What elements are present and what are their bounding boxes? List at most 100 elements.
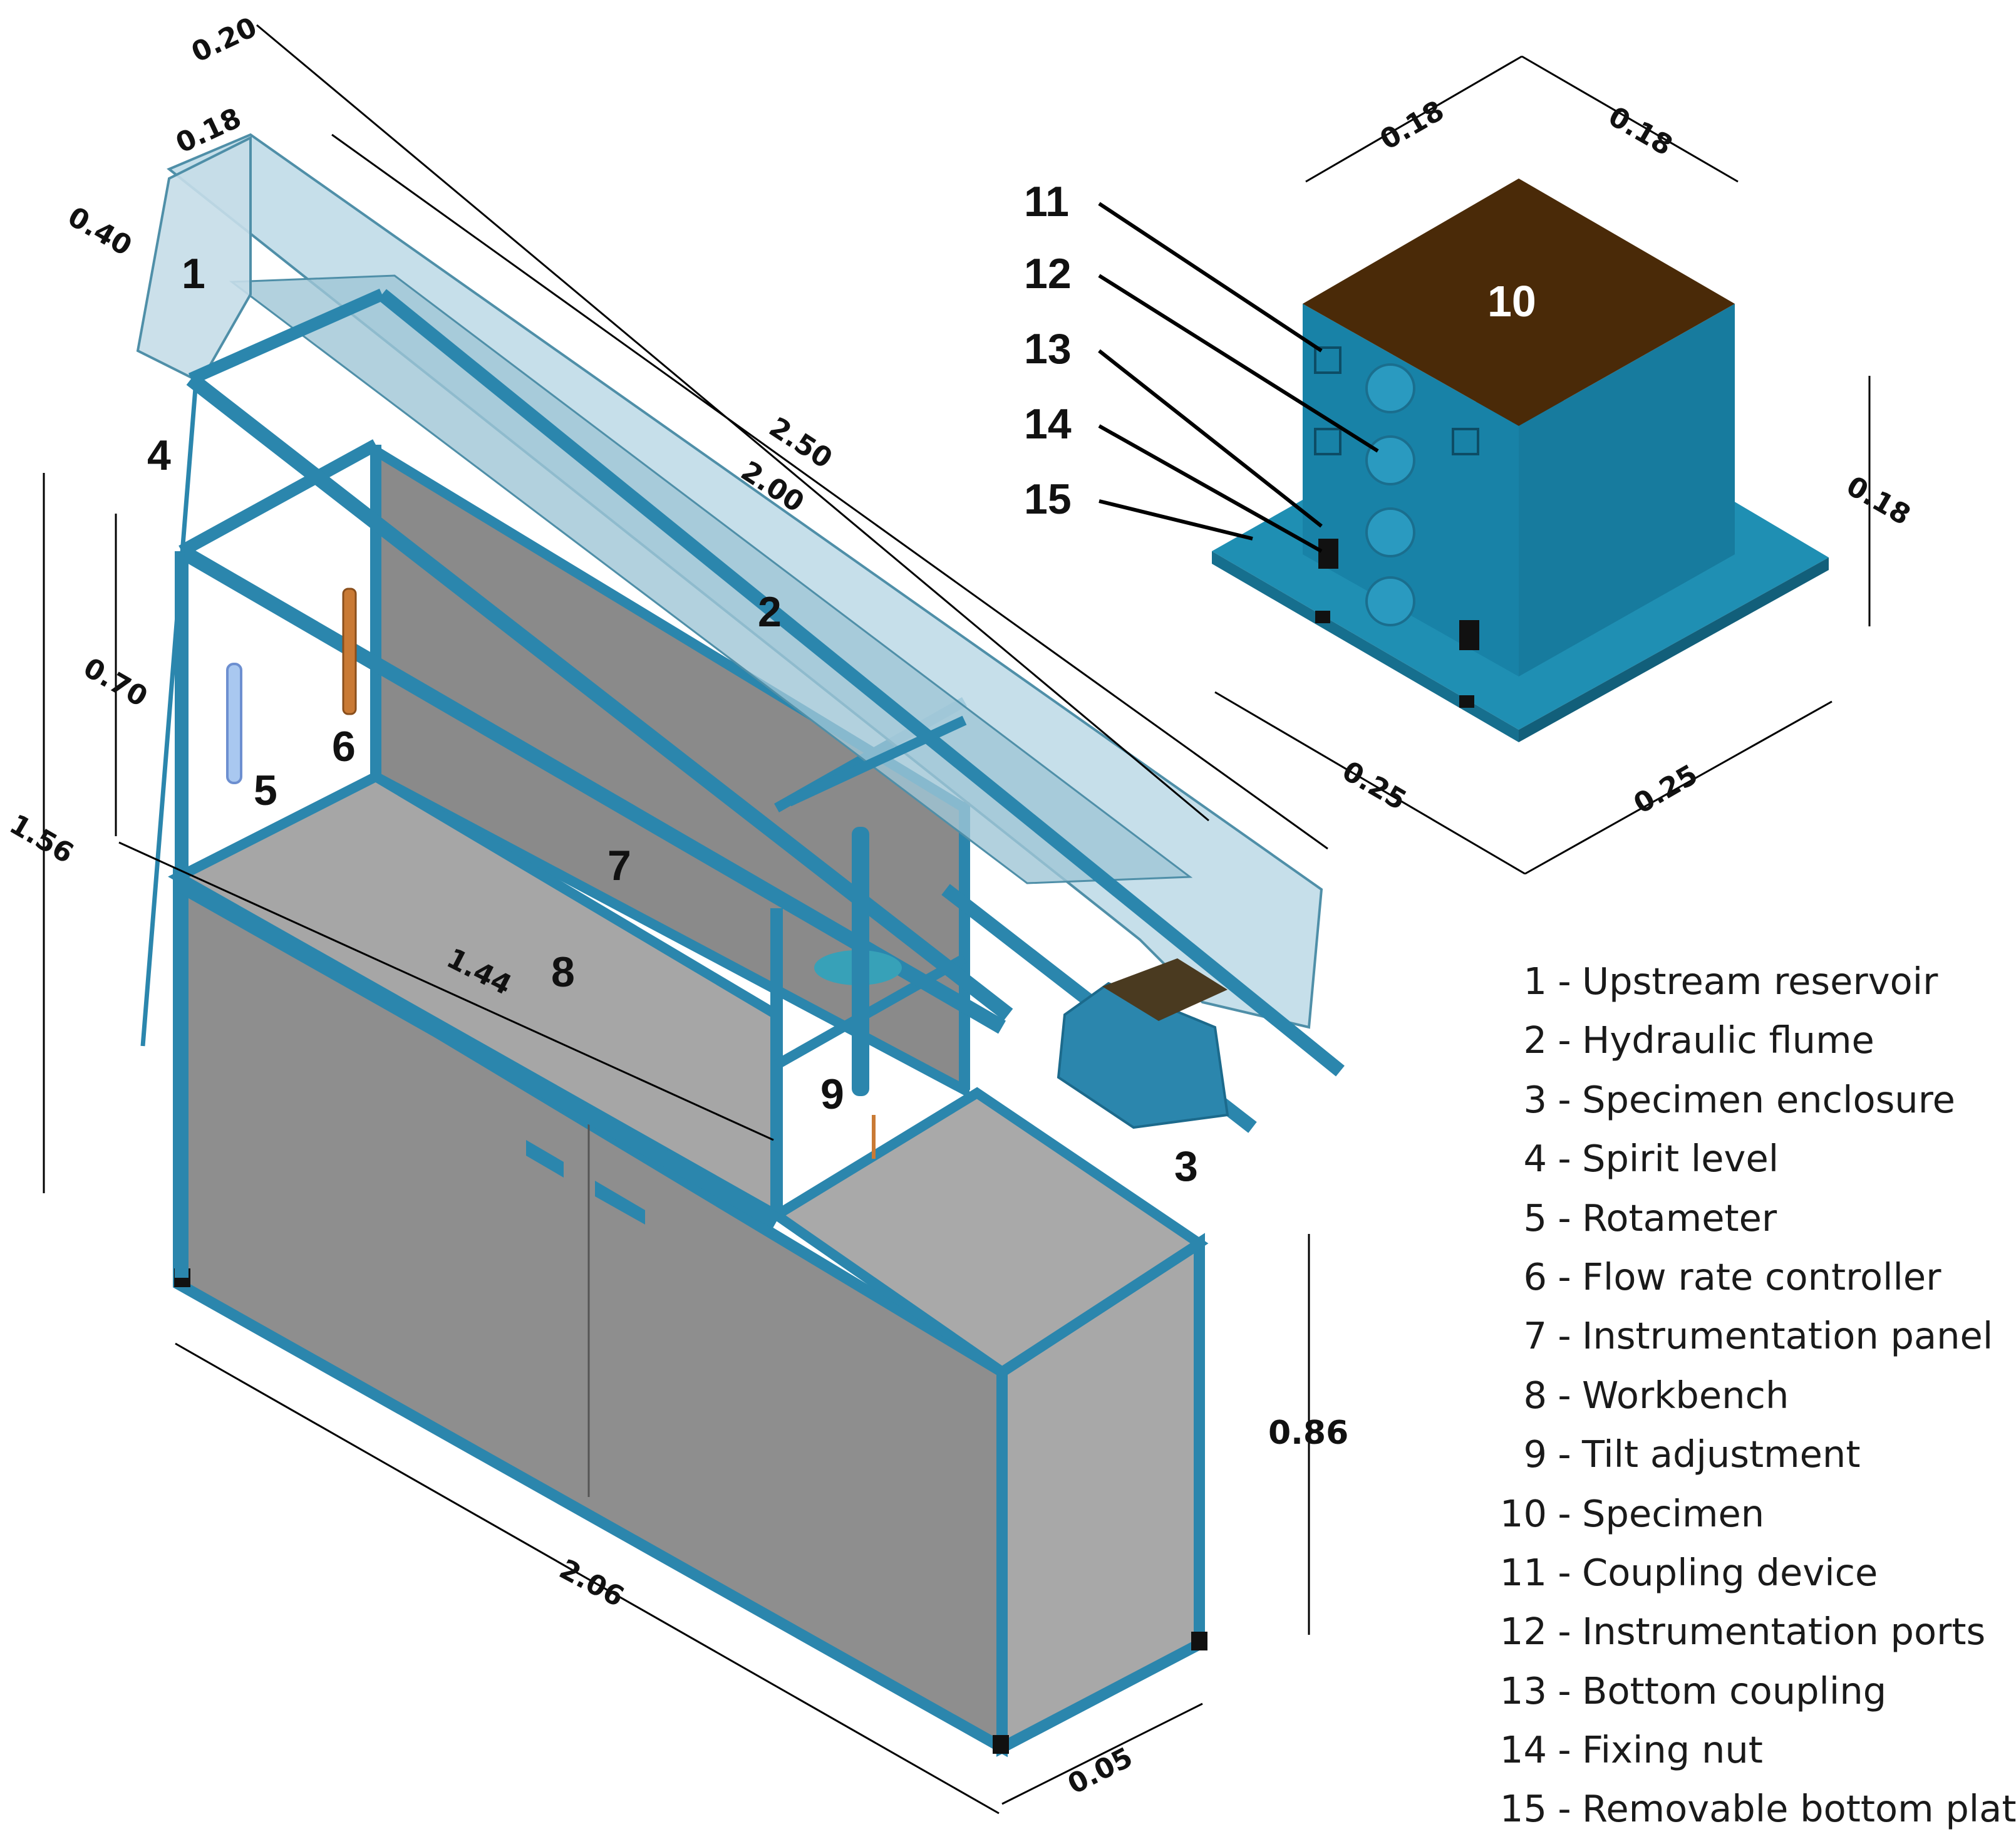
cabinet-foot xyxy=(993,1735,1009,1754)
legend-label: Workbench xyxy=(1582,1373,1789,1417)
legend-separator: - xyxy=(1558,1610,1571,1654)
tilt-adjustment xyxy=(814,827,902,1159)
legend-item: 5-Rotameter xyxy=(1459,1189,2016,1248)
rotameter xyxy=(226,663,242,784)
legend-label: Rotameter xyxy=(1582,1196,1777,1240)
dim-plate-width-left: 0.25 xyxy=(1337,755,1412,816)
legend-item: 7-Instrumentation panel xyxy=(1459,1307,2016,1365)
legend-item: 1-Upstream reservoir xyxy=(1459,952,2016,1011)
legend-number: 10 xyxy=(1499,1491,1547,1535)
legend-number: 14 xyxy=(1499,1728,1547,1772)
instrumentation-port xyxy=(1365,363,1415,413)
legend-item: 2-Hydraulic flume xyxy=(1459,1011,2016,1070)
callout-11: 11 xyxy=(1024,178,1069,225)
legend-separator: - xyxy=(1558,1373,1571,1417)
fixing-nut xyxy=(1318,539,1338,569)
upstream-reservoir xyxy=(136,135,252,384)
legend-label: Bottom coupling xyxy=(1582,1669,1887,1712)
dim-line xyxy=(1001,1702,1203,1805)
flume-support-rail xyxy=(378,289,1345,1077)
callout-leaders xyxy=(1098,202,1379,553)
cabinet xyxy=(173,867,1209,1758)
legend-number: 11 xyxy=(1499,1550,1547,1594)
callout-12: 12 xyxy=(1024,250,1072,298)
callout-9: 9 xyxy=(820,1070,844,1118)
legend-separator: - xyxy=(1558,1137,1571,1181)
dim-flume-length-total: 2.50 xyxy=(763,411,838,475)
callout-4: 4 xyxy=(147,432,171,479)
legend-item: 3-Specimen enclosure xyxy=(1459,1070,2016,1129)
legend-item: 15-Removable bottom plate xyxy=(1459,1779,2016,1838)
instrumentation-port xyxy=(1365,435,1415,485)
legend-item: 11-Coupling device xyxy=(1459,1543,2016,1602)
specimen-detail xyxy=(1212,179,1829,742)
enclosure-specimen-top xyxy=(1102,958,1228,1021)
bottom-plate-edge xyxy=(1212,551,1519,742)
dim-reservoir-height: 0.40 xyxy=(63,200,138,262)
legend-item: 6-Flow rate controller xyxy=(1459,1248,2016,1307)
legend-label: Instrumentation ports xyxy=(1582,1610,1986,1654)
fixing-nut xyxy=(1459,620,1479,650)
door-handle-right xyxy=(595,1181,645,1225)
legend-label: Flow rate controller xyxy=(1582,1255,1941,1298)
legend-item: 9-Tilt adjustment xyxy=(1459,1425,2016,1484)
coupling-device xyxy=(1452,428,1479,455)
dim-plate-width-right: 0.25 xyxy=(1628,759,1703,820)
legend-number: 1 xyxy=(1523,960,1547,1003)
specimen-top xyxy=(1303,179,1735,426)
callout-3: 3 xyxy=(1174,1142,1198,1190)
legend-separator: - xyxy=(1558,1018,1571,1062)
specimen-face-left xyxy=(1303,304,1519,676)
legend-separator: - xyxy=(1558,1550,1571,1594)
callout-7: 7 xyxy=(607,842,631,889)
callout-1: 1 xyxy=(182,250,205,298)
legend-separator: - xyxy=(1558,1787,1571,1831)
legend-number: 5 xyxy=(1523,1196,1547,1240)
legend-separator: - xyxy=(1558,1077,1571,1121)
dim-total-height: 1.56 xyxy=(4,808,80,869)
flow-rate-controller xyxy=(342,588,357,715)
dim-line xyxy=(175,1342,1000,1815)
legend-separator: - xyxy=(1558,1314,1571,1358)
callout-14: 14 xyxy=(1024,400,1072,448)
cabinet-top-right xyxy=(767,1087,1209,1378)
legend-label: Upstream reservoir xyxy=(1582,960,1938,1003)
specimen-face-right xyxy=(1519,304,1735,676)
frame-rail xyxy=(178,439,379,557)
dim-line xyxy=(118,841,774,1141)
legend-item: 8-Workbench xyxy=(1459,1366,2016,1425)
tilt-screw xyxy=(852,827,869,1096)
legend-label: Specimen enclosure xyxy=(1582,1077,1955,1121)
legend-label: Hydraulic flume xyxy=(1582,1018,1874,1062)
legend-separator: - xyxy=(1558,1669,1571,1712)
flume-support-rail xyxy=(186,373,1013,1021)
plate-foot xyxy=(1459,695,1474,708)
dim-cabinet-height: 0.86 xyxy=(1268,1414,1348,1452)
frame-rail xyxy=(774,954,967,1069)
dim-specimen-width-right: 0.18 xyxy=(1603,100,1678,162)
cabinet-foot xyxy=(1191,1632,1207,1650)
legend-separator: - xyxy=(1558,1728,1571,1772)
legend-number: 9 xyxy=(1523,1432,1547,1476)
callout-10: 10 xyxy=(1487,277,1536,326)
plate-foot xyxy=(1315,611,1330,623)
specimen-enclosure xyxy=(1057,958,1229,1129)
flume-support-rail xyxy=(787,715,967,807)
legend-number: 8 xyxy=(1523,1373,1547,1417)
dim-cabinet-depth: 0.05 xyxy=(1063,1741,1138,1801)
dim-specimen-width-left: 0.18 xyxy=(1375,95,1450,156)
coupling-device xyxy=(1314,428,1341,455)
leader-15 xyxy=(1098,499,1253,541)
legend-number: 12 xyxy=(1499,1610,1547,1654)
legend-separator: - xyxy=(1558,1255,1571,1298)
bottom-plate-edge-right xyxy=(1519,557,1829,742)
legend-item: 4-Spirit level xyxy=(1459,1129,2016,1188)
leader-14 xyxy=(1098,424,1323,553)
legend-separator: - xyxy=(1558,960,1571,1003)
enclosure-body xyxy=(1057,982,1229,1129)
workbench-edge xyxy=(174,876,781,1229)
legend-label: Spirit level xyxy=(1582,1137,1779,1181)
